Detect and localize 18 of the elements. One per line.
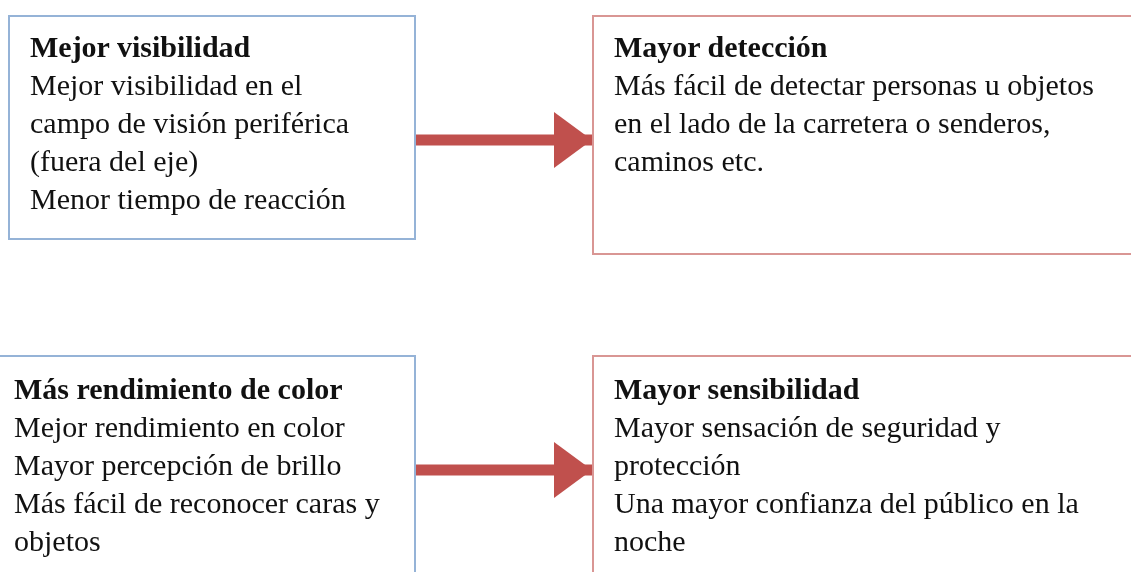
text-box [592,355,1131,572]
body-text: Mejor visibilidad en el campo de visión periférica (fuera del eje) [30,67,351,179]
box-heading: Mejor visibilidad [30,29,252,65]
arrow [416,112,592,168]
body-text: Mayor sensación de seguridad y protección [614,409,1002,483]
body-text: Más fácil de reconocer caras y objetos [14,485,381,559]
body-text: Mejor rendimiento en color [14,409,346,445]
box-heading: Mayor sensibilidad [614,371,861,407]
body-text: Mayor percepción de brillo [14,447,343,483]
text-box [8,15,416,240]
arrow [416,442,592,498]
box-heading: Mayor detección [614,29,829,65]
box-heading: Más rendimiento de color [14,371,344,407]
text-box [0,355,416,572]
text-box [592,15,1131,255]
body-text: Más fácil de detectar personas u objetos en el lado de la carretera o senderos, caminos etc. [614,67,1094,179]
body-text: Menor tiempo de reacción [30,181,347,217]
body-text: Una mayor confianza del público en la noche [614,485,1080,559]
